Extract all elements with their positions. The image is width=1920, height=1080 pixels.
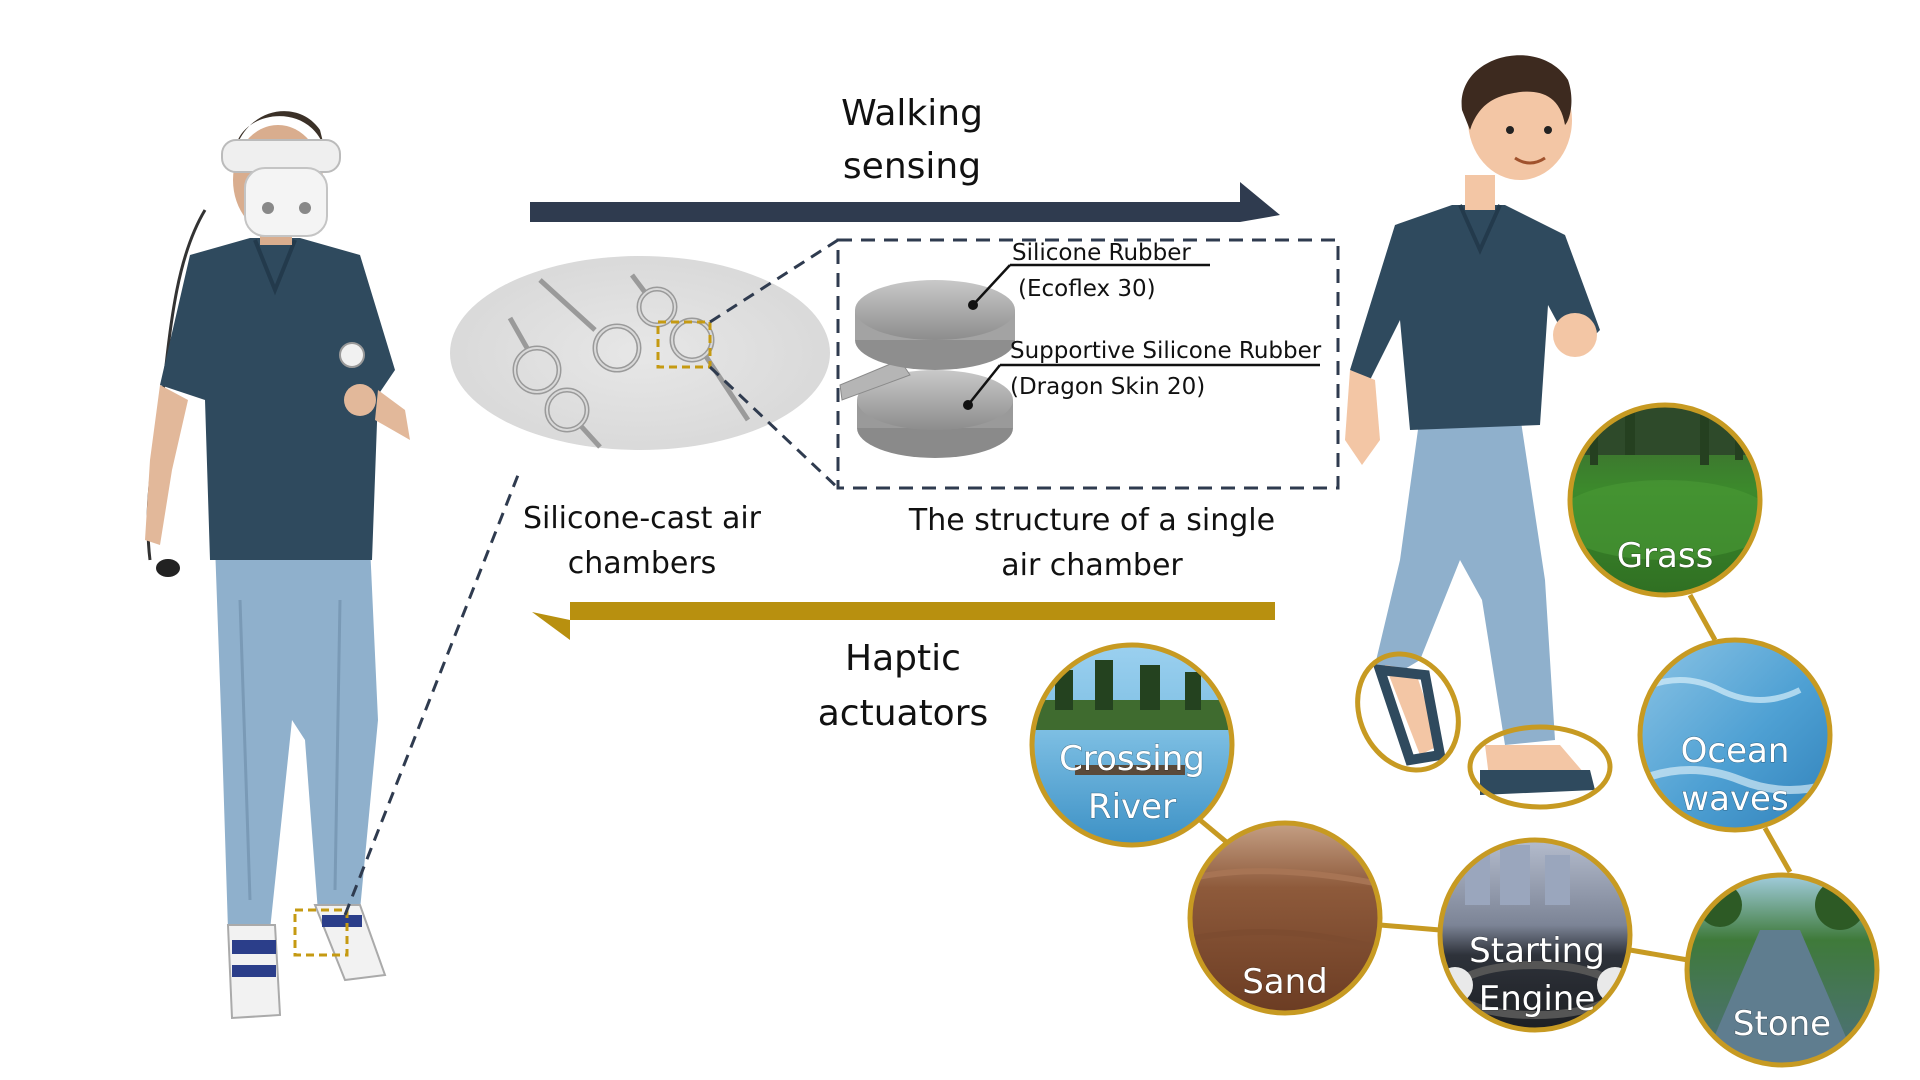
walking-sensing-arrow xyxy=(530,182,1280,222)
sandal-left-shoe xyxy=(226,924,282,1020)
hand-controller-left xyxy=(156,559,180,577)
layer-top-material: (Ecoflex 30) xyxy=(1018,276,1156,302)
scene-engine-label-line1: Starting xyxy=(1469,931,1605,971)
vr-headset-icon xyxy=(221,139,341,237)
zoom-line-bottom xyxy=(708,365,840,490)
scene-ocean-waves: Ocean waves xyxy=(1637,637,1833,833)
scene-sand-label: Sand xyxy=(1242,962,1328,1002)
scene-engine-label-line2: Engine xyxy=(1479,979,1596,1019)
structure-caption-line1: The structure of a single xyxy=(908,503,1275,538)
sandal-right-shoe xyxy=(313,904,387,982)
haptic-label-line2: actuators xyxy=(818,693,989,734)
structure-caption-line2: air chamber xyxy=(1001,548,1183,583)
scene-crossing-river: Crossing River xyxy=(1029,642,1235,848)
layer-bottom-material: (Dragon Skin 20) xyxy=(1010,374,1205,400)
walking-sensing-label-line1: Walking xyxy=(841,93,983,134)
air-chamber-structure-box xyxy=(836,238,1340,490)
haptic-actuators-arrow xyxy=(532,602,1275,640)
vr-user-figure xyxy=(145,111,410,1020)
chamber-highlight-box xyxy=(656,320,712,369)
scene-sand: Sand xyxy=(1187,820,1383,1016)
left-arm xyxy=(145,385,188,545)
haptic-label-line1: Haptic xyxy=(845,638,961,679)
cartoon-walker-icon xyxy=(1345,55,1613,810)
scene-grass: Grass xyxy=(1567,402,1763,598)
hand-controller-right xyxy=(339,342,365,368)
scene-river-label-line2: River xyxy=(1088,787,1176,827)
scene-starting-engine: Starting Engine xyxy=(1437,837,1633,1033)
chambers-caption-line2: chambers xyxy=(568,546,717,581)
zoom-line-top xyxy=(709,238,839,324)
scene-grass-label: Grass xyxy=(1617,536,1714,576)
scene-ocean-label-line1: Ocean xyxy=(1681,731,1790,771)
scene-stone-label: Stone xyxy=(1733,1004,1831,1044)
foot-ring-left xyxy=(1355,651,1461,773)
scene-river-label-line1: Crossing xyxy=(1059,739,1205,779)
polo-shirt xyxy=(160,238,395,560)
chambers-caption-line1: Silicone-cast air xyxy=(523,501,762,536)
walking-sensing-label-line2: sensing xyxy=(843,146,981,187)
scene-connectors xyxy=(1198,593,1793,963)
layer-top-name: Silicone Rubber xyxy=(1012,240,1191,266)
right-arm xyxy=(375,390,410,440)
ankle-highlight-box xyxy=(293,908,349,957)
layer-bottom-name: Supportive Silicone Rubber xyxy=(1010,338,1322,364)
foot-ring-right xyxy=(1467,724,1613,810)
scene-ocean-label-line2: waves xyxy=(1681,779,1788,819)
air-chambers-oval xyxy=(450,256,830,450)
scene-stone: Stone xyxy=(1684,872,1880,1068)
